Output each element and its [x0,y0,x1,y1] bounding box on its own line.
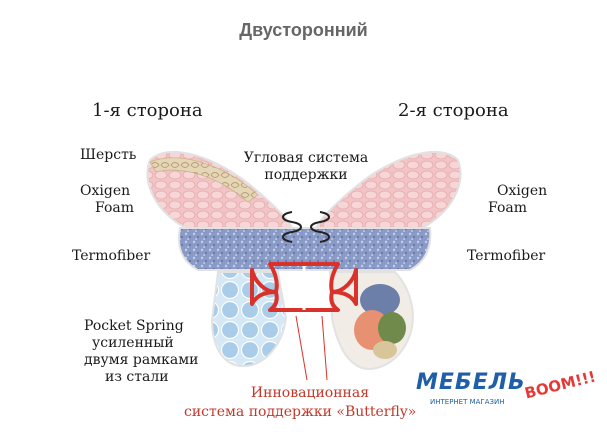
logo-boom-text: BOOM!!! [523,368,598,403]
label-innovation-1: Инновационная [230,385,390,402]
innovation-pointers [296,316,327,380]
side-1-heading: 1-я сторона [92,102,203,119]
label-pocket-2: усиленный [92,335,174,352]
label-termofiber-left: Termofiber [72,248,150,265]
logo-sub-text: ИНТЕРНЕТ МАГАЗИН [430,398,504,406]
label-corner-system-1: Угловая система [232,150,380,167]
label-pocket-3: двумя рамками [84,352,198,369]
label-wool: Шерсть [80,147,136,164]
side-2-heading: 2-я сторона [398,102,509,119]
label-pocket-4: из стали [105,369,169,386]
logo-main-text: МЕБЕЛЬ [416,370,526,395]
label-foam-right-1: Oxigen [497,183,547,200]
label-foam-left-2: Foam [95,200,134,217]
label-innovation-2: система поддержки «Butterfly» [184,404,416,421]
lower-right-wing-decor [330,272,413,369]
label-pocket-1: Pocket Spring [84,318,184,335]
shop-logo: МЕБЕЛЬ ИНТЕРНЕТ МАГАЗИН BOOM!!! [416,362,601,432]
label-termofiber-right: Termofiber [467,248,545,265]
label-foam-right-2: Foam [488,200,527,217]
label-foam-left-1: Oxigen [80,183,130,200]
label-corner-system-2: поддержки [232,167,380,184]
